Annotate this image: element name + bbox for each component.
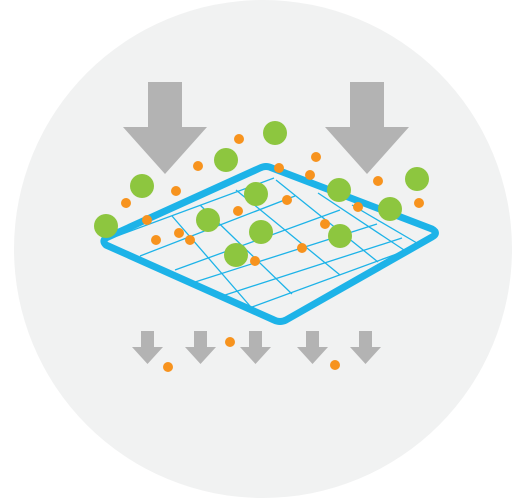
small-particle (250, 256, 260, 266)
large-particle (327, 178, 351, 202)
large-particle (405, 167, 429, 191)
small-particle (297, 243, 307, 253)
large-particle (214, 148, 238, 172)
large-particle (130, 174, 154, 198)
small-particle (353, 202, 363, 212)
small-particle (274, 163, 284, 173)
small-arrows-group (132, 331, 381, 364)
small-particle (330, 360, 340, 370)
large-particle (328, 224, 352, 248)
arrow-down-icon (240, 331, 271, 364)
small-particle (233, 206, 243, 216)
small-particle (320, 219, 330, 229)
arrow-down-icon (123, 82, 207, 174)
large-particle (378, 197, 402, 221)
large-particle (263, 121, 287, 145)
small-particle (225, 337, 235, 347)
large-particle (249, 220, 273, 244)
small-particle (151, 235, 161, 245)
small-particle (174, 228, 184, 238)
small-particle (311, 152, 321, 162)
small-particle (305, 170, 315, 180)
small-particle (414, 198, 424, 208)
small-particles-group (121, 134, 424, 372)
background-circle (14, 0, 512, 498)
large-particle (244, 182, 268, 206)
large-particle (196, 208, 220, 232)
arrow-down-icon (297, 331, 328, 364)
small-particle (373, 176, 383, 186)
filter-frame (100, 163, 439, 325)
arrow-down-icon (132, 331, 163, 364)
small-particle (171, 186, 181, 196)
small-particle (121, 198, 131, 208)
large-arrows-group (123, 82, 409, 174)
large-particle (94, 214, 118, 238)
small-particle (282, 195, 292, 205)
large-particle (224, 243, 248, 267)
arrow-down-icon (185, 331, 216, 364)
arrow-down-icon (325, 82, 409, 174)
small-particle (185, 235, 195, 245)
small-particle (142, 215, 152, 225)
small-particle (234, 134, 244, 144)
small-particle (163, 362, 173, 372)
small-particle (193, 161, 203, 171)
large-particles-group (94, 121, 429, 267)
arrow-down-icon (350, 331, 381, 364)
